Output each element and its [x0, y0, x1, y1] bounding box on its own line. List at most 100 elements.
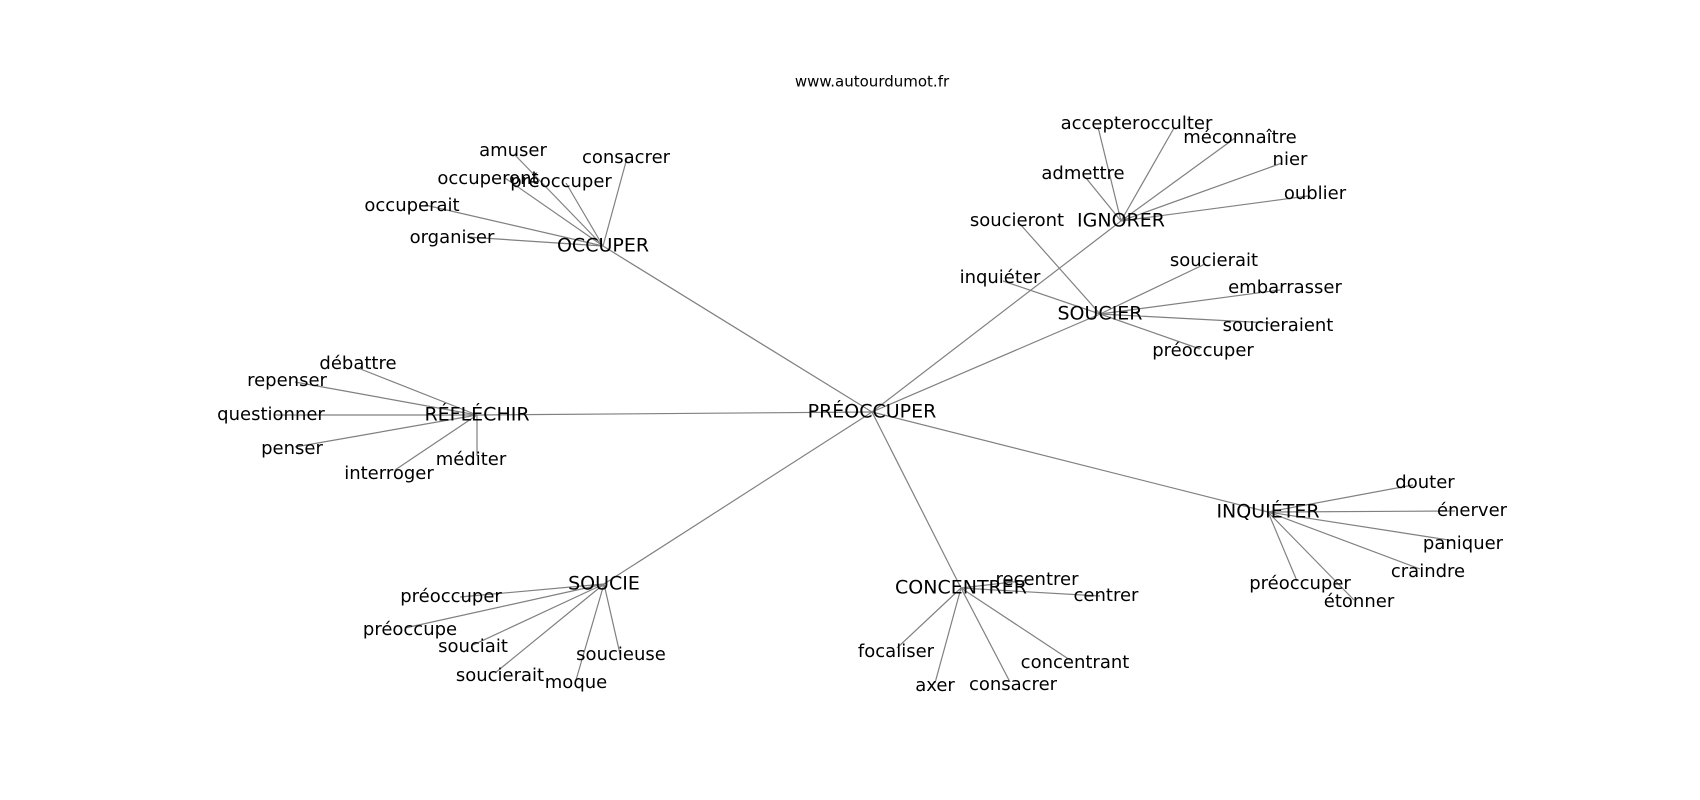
word-node-label[interactable]: soucieuse	[576, 644, 666, 665]
word-node-label[interactable]: paniquer	[1423, 533, 1504, 554]
edge-hub-to-word	[1099, 289, 1281, 315]
edge-hub-to-word	[1120, 195, 1309, 222]
edge-center-to-hub	[603, 411, 873, 585]
edge-center-to-hub	[871, 313, 1101, 413]
edge-hub-to-word	[504, 177, 604, 247]
edge-hub-to-word	[1085, 177, 1122, 222]
edge-hub-to-word	[1120, 127, 1175, 222]
edge-hub-to-word	[472, 583, 605, 646]
word-node-label[interactable]: méconnaître	[1183, 127, 1297, 148]
word-node-label[interactable]: énerver	[1437, 500, 1508, 521]
word-node-label[interactable]: occuperont	[437, 168, 538, 189]
word-node-label[interactable]: admettre	[1041, 163, 1124, 184]
word-node-label[interactable]: soucierait	[1170, 250, 1258, 271]
edge-hub-to-word	[960, 587, 1011, 683]
edge-hub-to-word	[1267, 510, 1456, 513]
word-node-label[interactable]: étonner	[1324, 591, 1395, 612]
word-node-label[interactable]: soucieraient	[1223, 315, 1334, 336]
hub-node-label[interactable]: SOUCIE	[568, 573, 640, 595]
hub-node-label[interactable]: SOUCIER	[1058, 303, 1143, 325]
word-node-label[interactable]: consacrer	[969, 674, 1058, 695]
edge-hub-to-word	[960, 587, 1071, 661]
edge-hub-to-word	[394, 414, 478, 471]
edge-hub-to-word	[934, 587, 962, 684]
word-node-label[interactable]: recentrer	[996, 569, 1080, 590]
hub-node-label[interactable]: RÉFLÉCHIR	[424, 403, 529, 426]
edge-hub-to-word	[1019, 223, 1101, 315]
edge-hub-to-word	[1120, 162, 1283, 222]
center-node-label[interactable]: PRÉOCCUPER	[808, 400, 937, 423]
edge-hub-to-word	[1267, 511, 1298, 582]
edge-center-to-hub	[871, 411, 1269, 513]
word-node-label[interactable]: amuser	[479, 140, 547, 161]
edge-center-to-hub	[871, 220, 1122, 413]
edge-hub-to-word	[459, 583, 605, 598]
edge-hub-to-word	[603, 583, 621, 655]
word-node-label[interactable]: préoccuper	[1249, 573, 1351, 594]
edge-hub-to-word	[494, 583, 605, 674]
edge-center-to-hub	[602, 245, 873, 413]
word-node-label[interactable]: méditer	[436, 449, 507, 470]
word-node-label[interactable]: occulter	[1140, 113, 1213, 134]
edge-hub-to-word	[294, 414, 478, 448]
word-node-label[interactable]: préoccuper	[1152, 340, 1254, 361]
word-node-label[interactable]: occuperait	[364, 195, 459, 216]
edge-hub-to-word	[1002, 280, 1101, 315]
word-node-label[interactable]: consacrer	[582, 147, 671, 168]
edge-hub-to-word	[1099, 263, 1206, 315]
word-node-label[interactable]: concentrant	[1021, 652, 1130, 673]
word-node-label[interactable]: douter	[1395, 472, 1455, 493]
word-node-label[interactable]: inquiéter	[960, 267, 1041, 288]
edge-hub-to-word	[1120, 137, 1236, 222]
word-node-label[interactable]: penser	[261, 438, 323, 459]
edge-hub-to-word	[1267, 511, 1421, 570]
edge-hub-to-word	[1099, 313, 1271, 324]
word-node-label[interactable]: axer	[915, 675, 955, 696]
word-node-label[interactable]: accepter	[1061, 113, 1140, 134]
watermark-url: www.autourdumot.fr	[795, 73, 950, 91]
word-node-label[interactable]: interroger	[344, 463, 434, 484]
word-node-label[interactable]: questionner	[217, 404, 325, 425]
word-node-label[interactable]: repenser	[247, 370, 327, 391]
edge-hub-to-word	[1267, 484, 1414, 513]
edge-hub-to-word	[1267, 511, 1355, 601]
word-node-label[interactable]: préoccuper	[400, 586, 502, 607]
edge-hub-to-word	[424, 204, 604, 247]
hub-node-label[interactable]: CONCENTRER	[895, 577, 1027, 599]
edge-hub-to-word	[466, 236, 604, 247]
word-node-label[interactable]: craindre	[1391, 561, 1465, 582]
word-node-label[interactable]: oublier	[1284, 183, 1347, 204]
word-node-label[interactable]: nier	[1273, 149, 1308, 170]
edge-center-to-hub	[871, 411, 962, 589]
word-node-label[interactable]: embarrasser	[1228, 277, 1342, 298]
word-node-label[interactable]: organiser	[410, 227, 495, 248]
edge-hub-to-word	[575, 583, 605, 681]
word-node-label[interactable]: soucieront	[970, 210, 1064, 231]
word-node-label[interactable]: moque	[545, 672, 607, 693]
edge-hub-to-word	[960, 587, 1101, 597]
edge-center-to-hub	[476, 411, 873, 416]
word-node-label[interactable]: préoccupe	[363, 619, 457, 640]
edge-hub-to-word	[1097, 126, 1122, 222]
hub-node-label[interactable]: INQUIÉTER	[1216, 500, 1319, 523]
edge-hub-to-word	[404, 583, 605, 629]
graph-labels: PRÉOCCUPER OCCUPER amuser consacrer occupero…	[217, 113, 1507, 696]
edge-hub-to-word	[960, 579, 1031, 589]
word-node-label[interactable]: focaliser	[858, 641, 935, 662]
hub-node-label[interactable]: OCCUPER	[557, 235, 649, 257]
word-node-label[interactable]: souciait	[438, 636, 508, 657]
edge-hub-to-word	[1099, 313, 1201, 350]
word-node-label[interactable]: centrer	[1074, 585, 1140, 606]
edge-hub-to-word	[357, 367, 478, 416]
word-node-label[interactable]: débattre	[319, 353, 396, 374]
edge-hub-to-word	[294, 381, 478, 416]
edge-hub-to-word	[514, 154, 604, 247]
edge-hub-to-word	[565, 182, 604, 247]
graph-edges	[275, 126, 1456, 684]
edge-hub-to-word	[602, 157, 628, 247]
hub-node-label[interactable]: IGNORER	[1077, 210, 1165, 232]
word-node-label[interactable]: soucierait	[456, 665, 544, 686]
edge-hub-to-word	[1267, 511, 1456, 542]
word-node-label[interactable]: préoccuper	[510, 171, 612, 192]
